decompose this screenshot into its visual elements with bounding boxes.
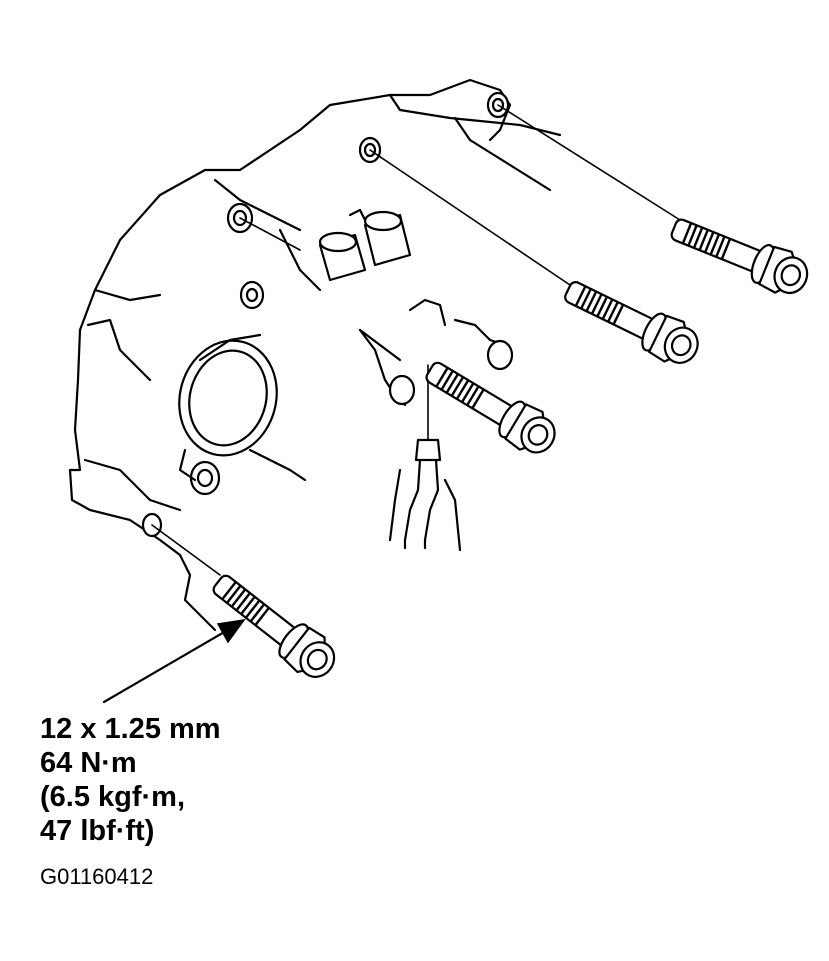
bolt-size-label: 12 x 1.25 mm [40, 713, 221, 745]
figure-id-label: G01160412 [40, 864, 154, 889]
mounting-holes [141, 91, 510, 538]
bolt-icon [417, 349, 565, 464]
bracket-housing [68, 78, 562, 632]
leader-arrow-icon [102, 618, 246, 704]
torque-nm-label: 64 N·m [40, 747, 137, 779]
fittings [318, 208, 412, 282]
sensor-cable [388, 298, 514, 552]
torque-lbfft-label: 47 lbf·ft) [40, 815, 155, 847]
alignment-lines [151, 104, 681, 576]
bolt-icon [557, 269, 707, 374]
oring-port [178, 333, 307, 482]
bolt-icon [664, 206, 816, 303]
torque-kgfm-label: (6.5 kgf·m, [40, 781, 186, 813]
